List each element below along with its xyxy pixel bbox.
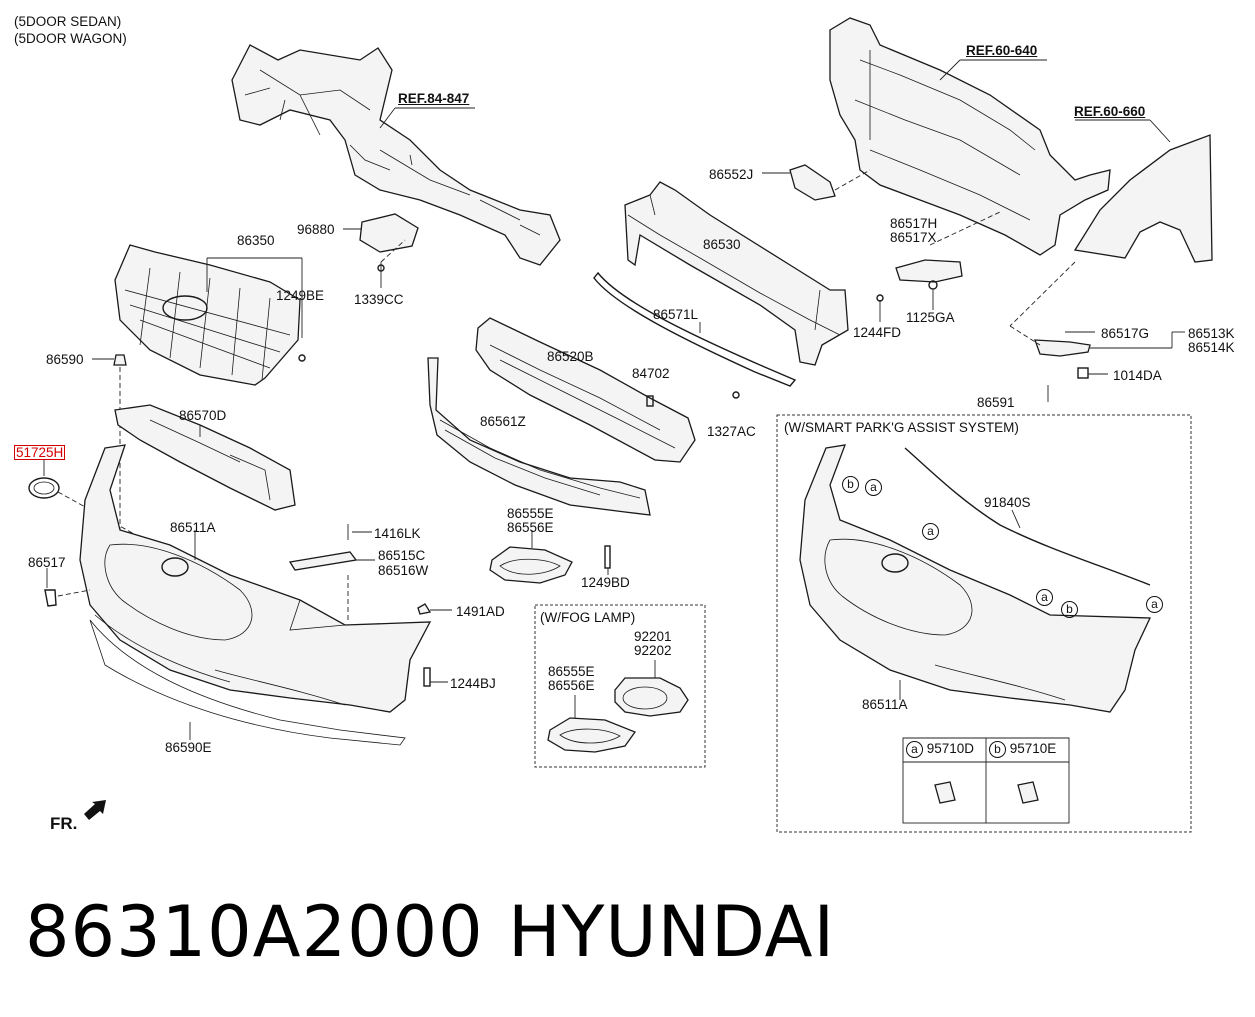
callout-a: a (906, 741, 923, 758)
callout-a: a (865, 479, 882, 496)
part-label-1125GA[interactable]: 1125GA (906, 310, 955, 325)
part-label-86513K[interactable]: 86513K (1188, 326, 1235, 341)
part-label-1244FD[interactable]: 1244FD (853, 325, 902, 340)
fender-drawing (1073, 119, 1213, 263)
part-label-86561Z[interactable]: 86561Z (480, 414, 526, 429)
lower-grille-86561Z-drawing (427, 357, 651, 516)
callout-a: a (1036, 589, 1053, 606)
part-label-86530[interactable]: 86530 (703, 237, 741, 252)
part-label-86511A[interactable]: 86511A (170, 520, 216, 535)
part-label-86591[interactable]: 86591 (977, 395, 1015, 410)
fog-lamp-box (534, 604, 706, 768)
clip-86590-drawing (92, 354, 127, 540)
bracket-86552J-drawing (762, 164, 871, 201)
part-label-86350[interactable]: 86350 (237, 233, 275, 248)
part-label-86570D[interactable]: 86570D (179, 408, 227, 423)
callout-b: b (842, 476, 859, 493)
ref-60-640-link[interactable]: REF.60-640 (966, 43, 1038, 58)
part-label-1249BE[interactable]: 1249BE (276, 288, 325, 303)
radiator-support-drawing (829, 17, 1111, 256)
part-label-84702[interactable]: 84702 (632, 366, 670, 381)
sensor-table-cell-b: b 95710E (989, 741, 1056, 758)
part-label-92201[interactable]: 92201 (634, 629, 672, 644)
part-label-51725H-highlighted[interactable]: 51725H (14, 445, 66, 460)
part-label-86556E-fog[interactable]: 86556E (548, 678, 595, 693)
part-label-1416LK[interactable]: 1416LK (374, 526, 421, 541)
absorber-86520B-drawing (475, 317, 740, 463)
spas-box (776, 414, 1192, 833)
part-label-86517[interactable]: 86517 (28, 555, 66, 570)
part-label-1244BJ[interactable]: 1244BJ (450, 676, 496, 691)
part-label-1014DA[interactable]: 1014DA (1113, 368, 1162, 383)
part-label-86516W[interactable]: 86516W (378, 563, 429, 578)
part-label-86517H[interactable]: 86517H (890, 216, 938, 231)
part-number-title: 86310A2000 (25, 891, 484, 973)
grille-86350-drawing (114, 244, 306, 386)
ref-60-660-link[interactable]: REF.60-660 (1074, 104, 1146, 119)
strip-86571L-drawing (593, 271, 797, 387)
part-label-86514K[interactable]: 86514K (1188, 340, 1235, 355)
bumper-86511A-drawing (44, 444, 432, 746)
part-label-86555E[interactable]: 86555E (507, 506, 554, 521)
part-label-1327AC[interactable]: 1327AC (707, 424, 756, 439)
bracket-86517H-drawing (876, 211, 1001, 322)
part-label-86511A-spas[interactable]: 86511A (862, 697, 908, 712)
part-label-86515C[interactable]: 86515C (378, 548, 426, 563)
part-label-92202[interactable]: 92202 (634, 643, 672, 658)
fog-cover-86555E-drawing (489, 530, 611, 584)
cover-86570D-drawing (114, 404, 296, 511)
part-label-86520B[interactable]: 86520B (547, 349, 594, 364)
ref-84-847-link[interactable]: REF.84-847 (398, 91, 470, 106)
part-label-86517X[interactable]: 86517X (890, 230, 937, 245)
part-label-96880[interactable]: 96880 (297, 222, 335, 237)
diagram-drawing (28, 17, 1213, 833)
callout-a: a (1146, 596, 1163, 613)
part-label-86590[interactable]: 86590 (46, 352, 84, 367)
part-label-86517G[interactable]: 86517G (1101, 326, 1150, 341)
part-label-1491AD[interactable]: 1491AD (456, 604, 505, 619)
garnish-86515C-drawing (288, 524, 452, 687)
part-label-95710E[interactable]: 95710E (1009, 741, 1057, 757)
smart-park-box-title: (W/SMART PARK'G ASSIST SYSTEM) (784, 420, 1019, 435)
callout-b: b (1061, 601, 1078, 618)
beam-86530-drawing (624, 181, 849, 366)
bracket-86513K-drawing (1009, 261, 1185, 402)
part-label-95710D[interactable]: 95710D (926, 741, 975, 757)
sensor-table-cell-a: a 95710D (906, 741, 974, 758)
part-label-86555E-fog[interactable]: 86555E (548, 664, 595, 679)
arrow-icon (84, 800, 106, 820)
callout-a: a (922, 523, 939, 540)
variant-label-sedan: (5DOOR SEDAN) (14, 14, 122, 29)
part-label-91840S[interactable]: 91840S (984, 495, 1031, 510)
module-96880-drawing (343, 213, 419, 288)
footer (0, 860, 1255, 1017)
parts-diagram: (5DOOR SEDAN) (5DOOR WAGON) REF.84-847 R… (14, 14, 1235, 833)
front-direction-label: FR. (50, 814, 78, 833)
part-label-1339CC[interactable]: 1339CC (354, 292, 404, 307)
part-label-1249BD[interactable]: 1249BD (581, 575, 630, 590)
brand-title: HYUNDAI (508, 891, 836, 973)
callout-b: b (989, 741, 1006, 758)
cowl-crossmember-drawing (231, 44, 561, 266)
variant-label-wagon: (5DOOR WAGON) (14, 31, 127, 46)
fog-lamp-box-title: (W/FOG LAMP) (540, 610, 636, 625)
part-label-86552J[interactable]: 86552J (709, 167, 754, 182)
part-label-86590E[interactable]: 86590E (165, 740, 212, 755)
part-label-86556E[interactable]: 86556E (507, 520, 554, 535)
part-label-86571L[interactable]: 86571L (653, 307, 699, 322)
